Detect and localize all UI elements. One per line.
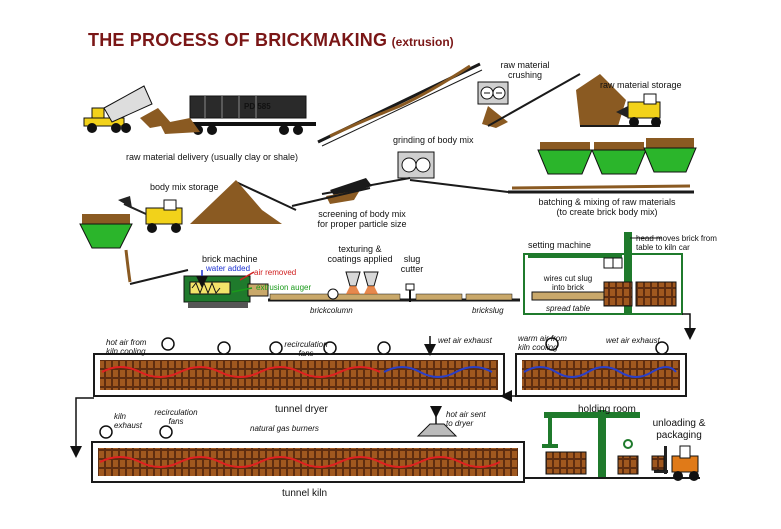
forklift-icon [651,445,699,481]
hopper-icon-1 [537,142,593,175]
label-spread-table: spread table [546,304,591,313]
label-natural-gas-burners: natural gas burners [250,424,319,433]
railcar-icon [180,95,316,135]
hopper-icon-2 [591,142,647,175]
label-water-added: water added [206,264,251,273]
label-body-mix-storage: body mix storage [150,182,219,192]
body-mix-pile [190,180,282,224]
label-unloading: unloading &packaging [652,418,706,441]
railcar-id: PD 585 [244,102,271,111]
label-brick-machine: brick machine [202,254,258,264]
kiln-heat-flow [99,456,501,468]
hopper-icon-3 [643,138,697,173]
delivered-material [140,108,172,128]
fan-icon-kiln [99,425,173,439]
label-extrusion-auger: extrusion auger [256,283,312,292]
crusher-icon [477,81,509,105]
material-pile-rail [160,118,200,134]
slug-cutter-icon [405,283,415,302]
unloading-crane-icon [542,410,640,478]
flow-arrow-1 [682,313,696,340]
label-batching: batching & mixing of raw materials(to cr… [538,197,676,218]
hot-air-hood [416,423,458,437]
label-brickcolumn: brickcolumn [310,306,353,315]
grinder-icon [397,151,435,179]
conveyor-material [329,64,471,138]
holding-room [515,353,687,397]
page-title: THE PROCESS OF BRICKMAKING (extrusion) [88,30,454,50]
setting-machine-icon [523,232,683,315]
label-grinding: grinding of body mix [393,135,474,145]
fan-icon [161,337,669,355]
loader-icon [118,196,183,233]
dump-truck-icon [83,85,153,133]
tunnel-kiln [91,441,525,483]
label-texturing: texturing &coatings applied [327,244,393,265]
feed-hopper-icon [79,214,133,249]
label-raw-material-storage: raw material storage [600,80,682,90]
label-wet-air-exhaust-2: wet air exhaust [606,336,660,345]
dryer-cool-flow [383,366,493,378]
coating-nozzles [345,271,379,294]
label-tunnel-dryer: tunnel dryer [275,404,328,415]
label-holding-room: holding room [578,404,636,415]
raw-storage-pile [576,74,626,126]
loader-icon-top [616,93,661,127]
page-subtitle: (extrusion) [391,35,454,49]
label-tunnel-kiln: tunnel kiln [282,488,328,499]
label-raw-material-delivery: raw material delivery (usually clay or s… [126,152,299,162]
label-brickslug: brickslug [472,306,504,315]
label-air-removed: air removed [254,268,297,277]
tunnel-dryer [93,353,505,397]
label-setting-machine: setting machine [528,240,592,250]
flow-arrow-2 [70,397,94,458]
screen-icon [326,178,372,204]
dryer-heat-flow [101,366,381,378]
brick-machine-icon [183,275,269,308]
label-wet-air-exhaust-1: wet air exhaust [438,336,492,345]
